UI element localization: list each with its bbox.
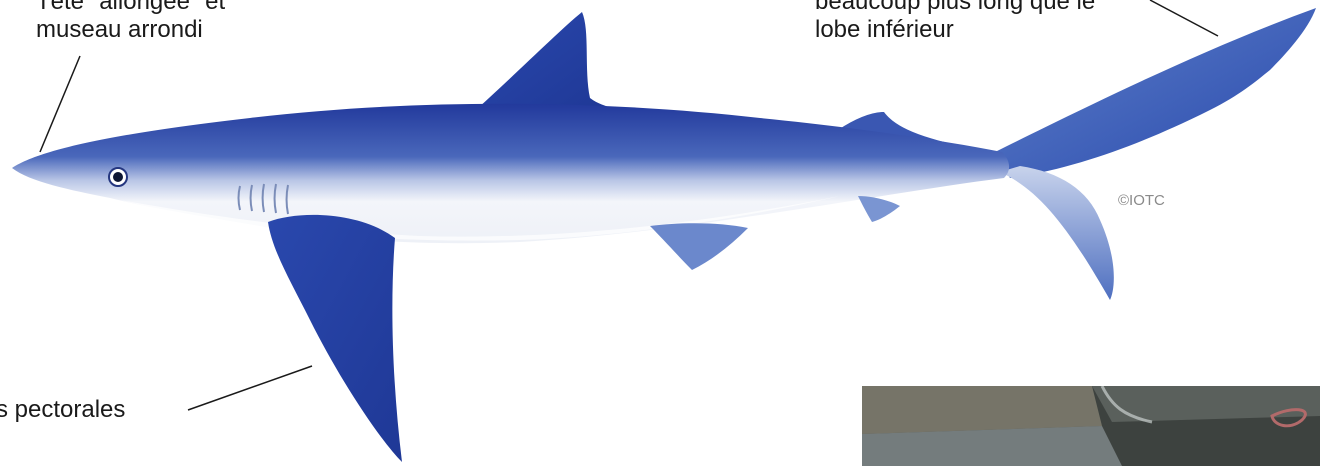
tail-lower-lobe xyxy=(1000,166,1114,300)
tail-annotation-line1: beaucoup plus long que le xyxy=(815,0,1095,16)
dorsal-fin xyxy=(478,12,612,108)
anal-fin xyxy=(858,196,900,222)
head-leader-line xyxy=(40,56,80,152)
head-annotation-line2: museau arrondi xyxy=(36,16,225,44)
pectoral-annotation: s pectorales xyxy=(0,396,125,424)
head-annotation: Tête "allongée" et museau arrondi xyxy=(36,0,225,44)
pectoral-leader-line xyxy=(188,366,312,410)
tail-annotation: beaucoup plus long que le lobe inférieur xyxy=(815,0,1095,44)
tail-annotation-line2: lobe inférieur xyxy=(815,16,1095,44)
inset-photo xyxy=(862,386,1320,466)
pectoral-fin xyxy=(268,215,402,462)
pelvic-fin xyxy=(650,223,748,270)
copyright-notice: ©IOTC xyxy=(1118,192,1165,209)
tail-leader-line xyxy=(1150,0,1218,36)
head-annotation-line1: Tête "allongée" et xyxy=(36,0,225,16)
